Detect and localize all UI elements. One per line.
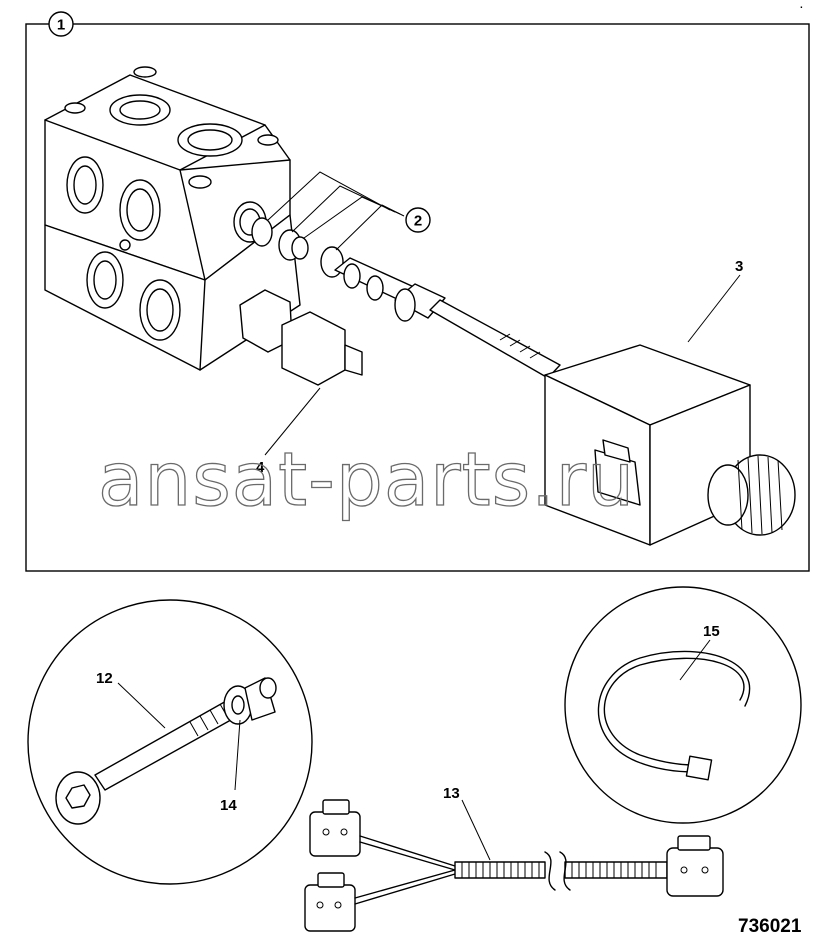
cable-tie-detail-circle <box>564 586 802 824</box>
wiring-harness <box>304 799 724 932</box>
callout-13-leader <box>461 799 491 861</box>
callout-15: 15 <box>703 623 720 640</box>
assembly-frame: 1 <box>25 11 810 572</box>
callout-3: 3 <box>735 258 743 275</box>
callout-14: 14 <box>220 797 237 814</box>
bolt-detail-circle <box>27 599 313 885</box>
corner-mark: . <box>800 0 803 11</box>
callout-12-leader <box>117 682 166 729</box>
callout-12: 12 <box>96 670 113 687</box>
callout-3-leader <box>687 274 741 343</box>
callout-14-leader <box>234 719 241 791</box>
valve-block <box>44 66 301 371</box>
callout-2: 2 <box>414 213 422 230</box>
callout-1: 1 <box>57 17 65 34</box>
watermark: ansat-parts.ru <box>98 437 635 523</box>
cartridge-valve <box>334 257 561 379</box>
drawing-number: 736021 <box>738 916 802 937</box>
callout-15-leader <box>679 639 711 681</box>
callout-2-leaders <box>267 171 405 251</box>
callout-13: 13 <box>443 785 460 802</box>
callout-4: 4 <box>256 459 265 476</box>
pressure-switch <box>239 289 363 386</box>
solenoid-coil <box>544 344 796 546</box>
callout-4-leader <box>264 387 321 456</box>
